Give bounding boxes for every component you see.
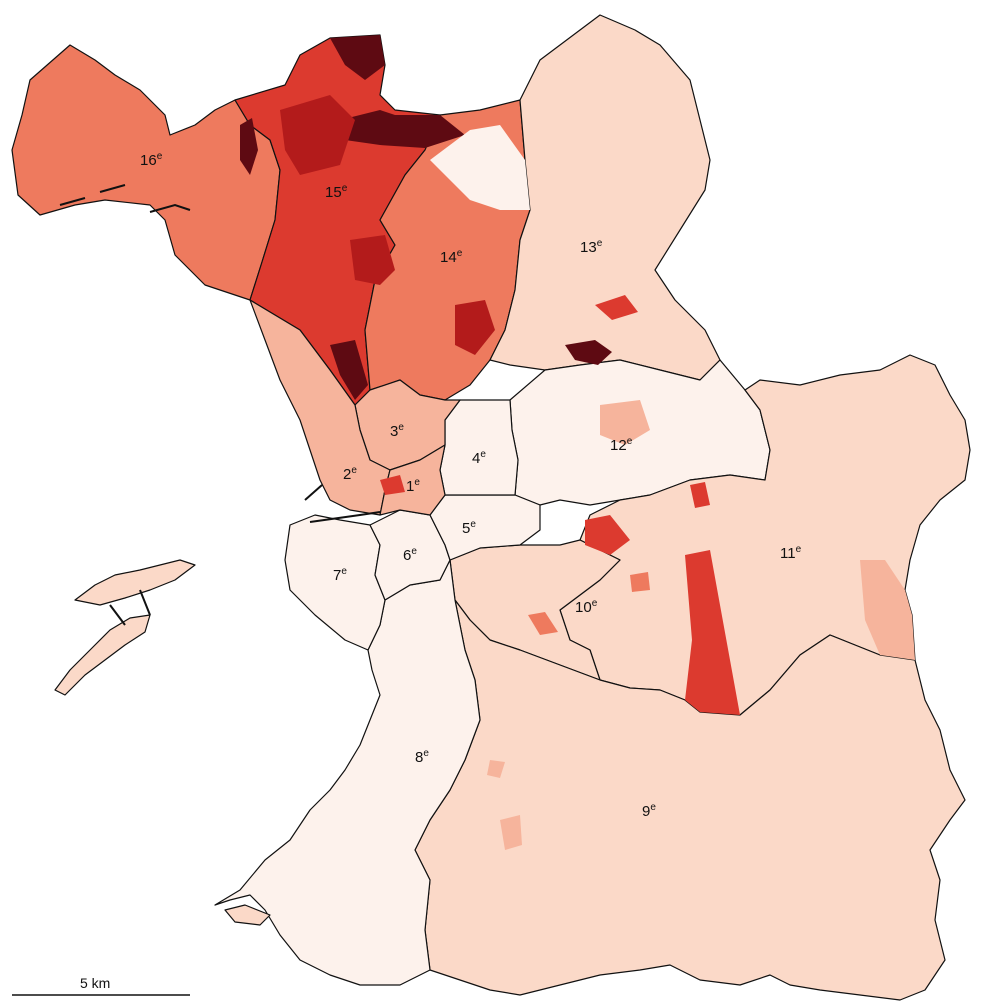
- district-label-13: 13e: [580, 238, 603, 256]
- hotspot: [340, 110, 465, 148]
- hotspot: [350, 235, 395, 285]
- scale-bar: 5 km: [12, 975, 190, 996]
- hotspot: [600, 400, 650, 445]
- district-16-area: [11, 44, 281, 301]
- district-7-area: [284, 514, 386, 651]
- island-link: [139, 589, 151, 616]
- port-breakwater: [99, 184, 126, 193]
- district-label-11: 11e: [780, 544, 802, 562]
- district-label-5: 5e: [462, 519, 476, 537]
- hotspot: [528, 612, 558, 635]
- frioul-island-north: [74, 559, 196, 606]
- hotspot: [240, 118, 258, 175]
- hotspot: [860, 560, 915, 660]
- hotspot: [685, 550, 740, 715]
- district-label-7: 7e: [333, 566, 347, 584]
- port-breakwater: [304, 484, 323, 501]
- hotspot: [595, 295, 638, 320]
- small-islet: [224, 904, 271, 926]
- hotspot: [565, 340, 612, 365]
- island-link: [109, 604, 126, 626]
- port-breakwater: [59, 197, 86, 206]
- district-8-area: [214, 559, 481, 986]
- hotspot: [280, 95, 355, 175]
- hotspot: [500, 815, 522, 850]
- hotspot: [585, 515, 630, 555]
- hotspot: [630, 572, 650, 592]
- port-breakwater: [149, 203, 191, 213]
- district-label-10: 10e: [575, 598, 598, 616]
- hotspot: [430, 125, 530, 210]
- district-labels: 16e 15e 14e 13e 12e 11e 10e 9e 8e 7e 6e …: [140, 151, 802, 820]
- district-label-8: 8e: [415, 748, 429, 766]
- hotspot: [330, 35, 385, 80]
- hotspots: [240, 35, 915, 850]
- hotspot: [330, 340, 368, 400]
- district-label-6: 6e: [403, 546, 417, 564]
- district-label-16: 16e: [140, 151, 163, 169]
- hotspot: [455, 300, 495, 355]
- scale-bar-label: 5 km: [80, 975, 110, 991]
- district-label-12: 12e: [610, 436, 633, 454]
- district-label-4: 4e: [472, 449, 486, 467]
- hotspot: [380, 475, 405, 495]
- frioul-island-south: [54, 614, 151, 696]
- district-label-1: 1e: [406, 477, 420, 495]
- district-1-area: [379, 444, 446, 516]
- district-label-9: 9e: [642, 802, 656, 820]
- district-label-15: 15e: [325, 183, 348, 201]
- district-label-2: 2e: [343, 465, 357, 483]
- hotspot: [690, 482, 710, 508]
- hotspot: [487, 760, 505, 778]
- district-label-3: 3e: [390, 422, 404, 440]
- port-lines: [59, 184, 381, 626]
- district-4-area: [439, 399, 519, 496]
- port-breakwater: [309, 511, 381, 523]
- district-label-14: 14e: [440, 248, 463, 266]
